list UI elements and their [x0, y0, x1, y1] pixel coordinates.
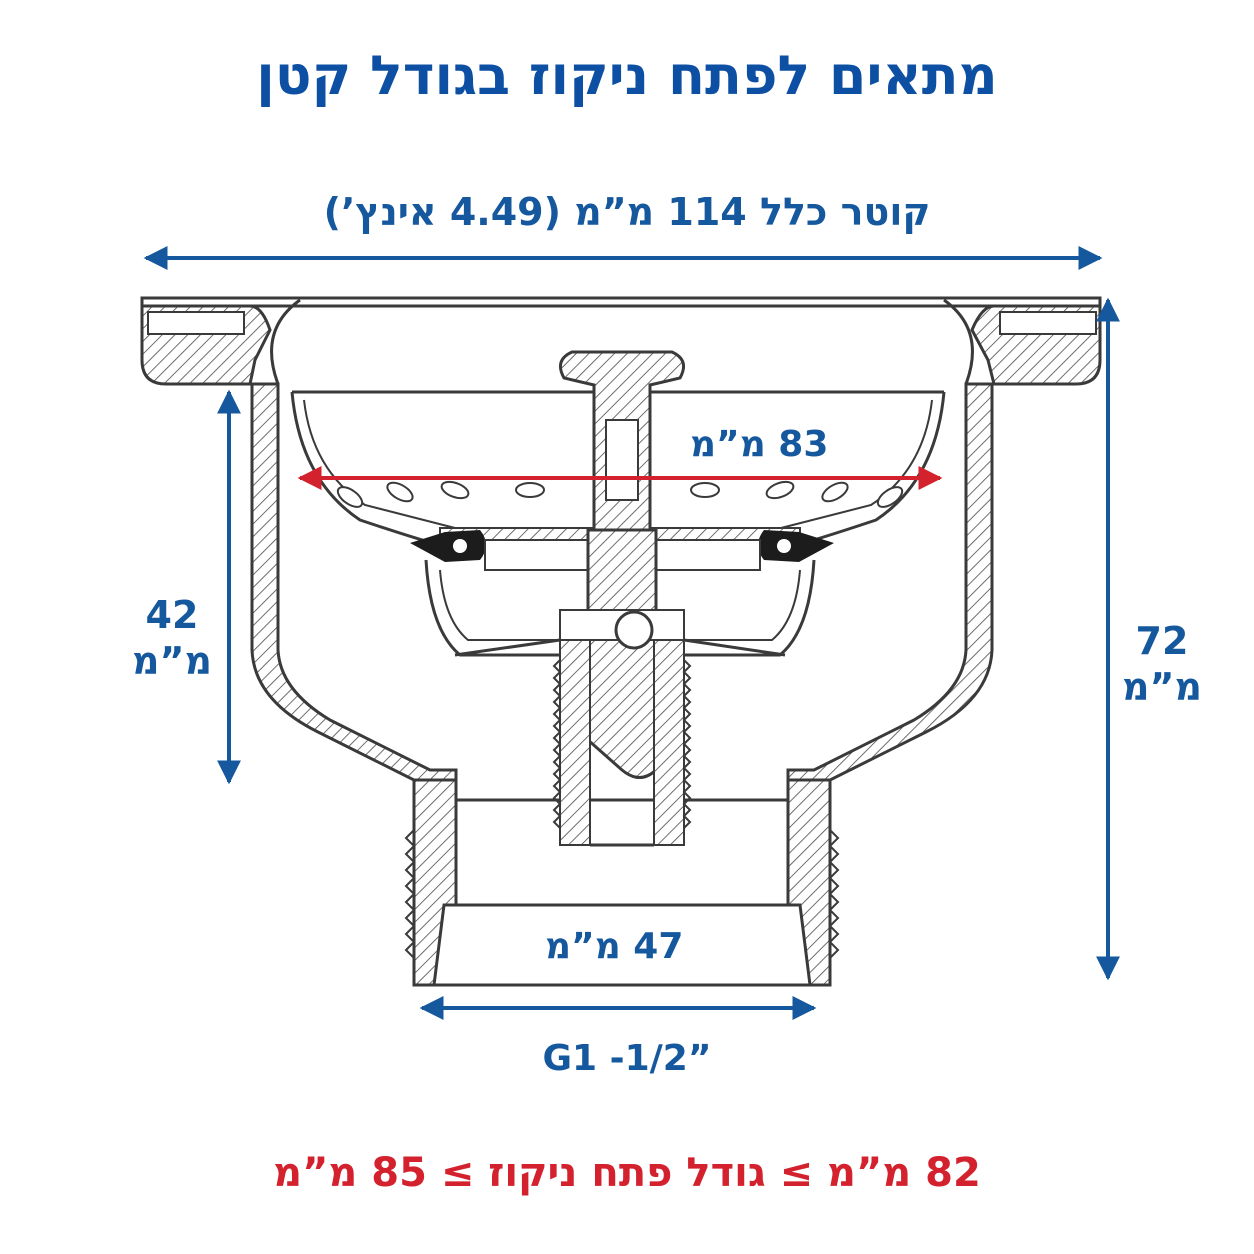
dimension-arrows	[143, 246, 1120, 1020]
left-height-value: 42	[145, 593, 199, 637]
outlet-diameter-label: 47 מ”מ	[545, 926, 684, 967]
thread-size-label: G1 -1/2”	[542, 1038, 712, 1079]
basket-diameter-label: 83 מ”מ	[690, 424, 829, 465]
drain-size-range: 82 מ”מ ≥ גודל פתח ניקוז ≥ 85 מ”מ	[273, 1150, 981, 1196]
outlet-pipe	[404, 778, 840, 987]
right-height-value: 72	[1135, 619, 1189, 663]
page-title: מתאים לפתח ניקוז בגודל קטן	[256, 44, 998, 107]
right-height-label: 72 מ”מ	[1102, 618, 1222, 710]
left-height-unit: מ”מ	[132, 639, 212, 683]
left-height-label: 42 מ”מ	[112, 592, 232, 684]
center-stem	[552, 350, 692, 847]
right-height-unit: מ”מ	[1122, 665, 1202, 709]
overall-diameter-label: קוטר כלל 114 מ”מ (4.49 אינץ’)	[323, 190, 931, 234]
